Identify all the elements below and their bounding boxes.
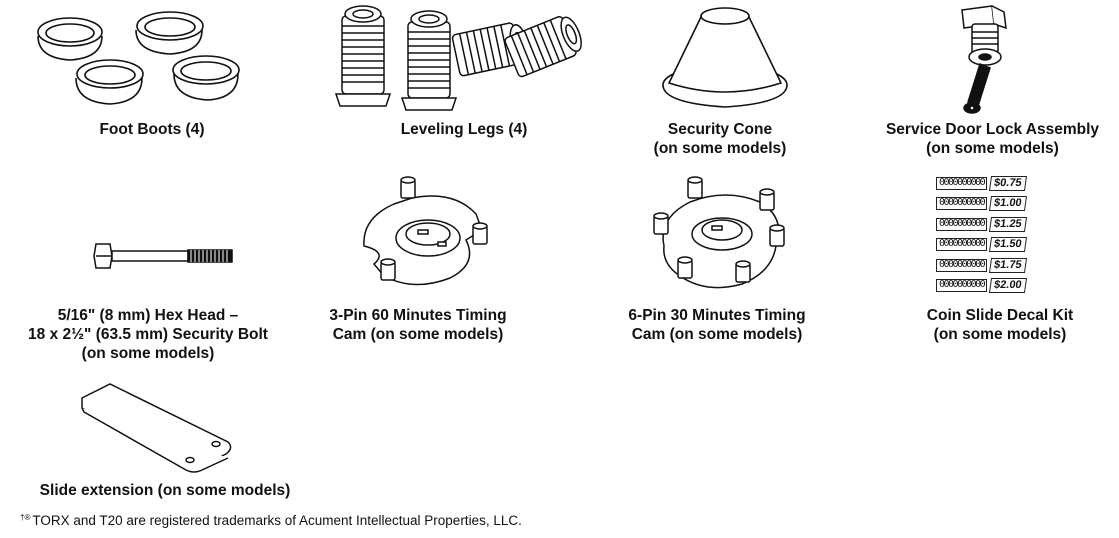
decal-strip: 0000000000 $1.25: [936, 215, 1027, 233]
door-lock-caption: Service Door Lock Assembly (on some mode…: [885, 121, 1100, 157]
foot-boots-caption: Foot Boots (4): [99, 121, 205, 138]
foot-boots-icon: [30, 8, 240, 120]
leveling-legs-icon: [330, 2, 590, 114]
slide-extension-caption: Slide extension (on some models): [39, 482, 291, 499]
slide-extension-icon: [76, 380, 236, 473]
hex-bolt-icon: [92, 240, 236, 272]
decal-price: $2.00: [989, 278, 1027, 293]
decal-strip: 0000000000 $1.75: [936, 256, 1027, 274]
timing-cam-3pin-caption: 3-Pin 60 Minutes Timing Cam (on some mod…: [329, 307, 507, 343]
security-cone-icon: [655, 3, 795, 115]
decal-price: $1.00: [989, 196, 1027, 211]
door-lock-icon: [950, 2, 1030, 118]
timing-cam-6pin-caption: 6-Pin 30 Minutes Timing Cam (on some mod…: [628, 307, 806, 343]
security-cone-caption: Security Cone (on some models): [653, 121, 787, 157]
trademark-footnote: †®TORX and T20 are registered trademarks…: [20, 513, 522, 528]
hex-bolt-caption: 5/16" (8 mm) Hex Head – 18 x 2½" (63.5 m…: [28, 307, 268, 362]
decal-strip: 0000000000 $0.75: [936, 174, 1027, 192]
decal-kit-icon: 0000000000 $0.75 0000000000 $1.00 000000…: [936, 174, 1027, 297]
decal-price: $1.75: [989, 257, 1027, 273]
timing-cam-6pin-icon: [650, 176, 790, 298]
timing-cam-3pin-icon: [354, 176, 494, 296]
decal-strip: 0000000000 $1.50: [936, 236, 1027, 254]
footnote-mark: †®: [20, 513, 31, 522]
decal-strip: 0000000000 $1.00: [936, 195, 1027, 213]
decal-price: $0.75: [989, 175, 1027, 191]
footnote-text: TORX and T20 are registered trademarks o…: [32, 513, 522, 528]
leveling-legs-caption: Leveling Legs (4): [400, 121, 528, 138]
decal-price: $1.25: [989, 216, 1027, 232]
decal-price: $1.50: [989, 237, 1027, 252]
decal-strip: 0000000000 $2.00: [936, 277, 1027, 295]
decal-kit-caption: Coin Slide Decal Kit (on some models): [926, 307, 1074, 343]
